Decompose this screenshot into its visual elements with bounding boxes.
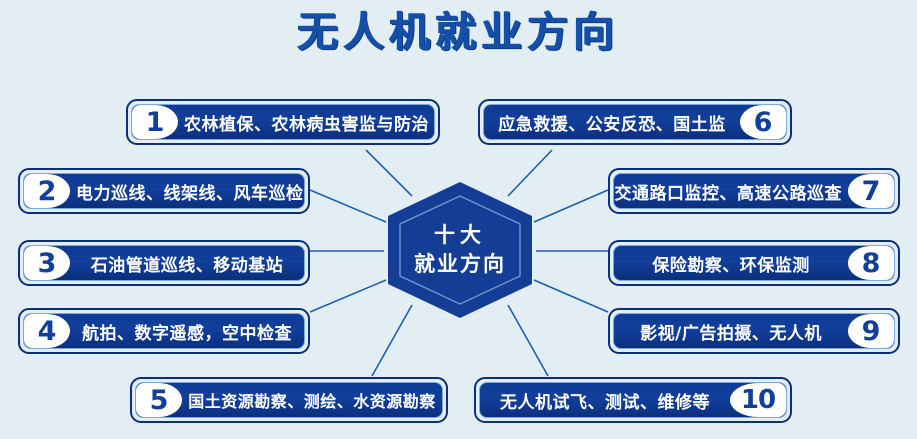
item-label-9: 影视/广告拍摄、无人机 <box>640 323 822 344</box>
item-label-5: 国土资源勘察、测绘、水资源勘察 <box>188 392 436 411</box>
connector-line-5 <box>371 304 413 377</box>
connector-line-4 <box>309 279 387 313</box>
connector-line-10 <box>507 304 549 377</box>
item-label-1: 农林植保、农林病虫害监与防治 <box>184 114 429 135</box>
item-box-10[interactable]: 10 无人机试飞、测试、维修等 <box>474 377 792 423</box>
item-number-badge-3: 3 <box>24 246 70 280</box>
item-label-4: 航拍、数字遥感，空中检查 <box>82 323 292 344</box>
item-label-8: 保险勘察、环保监测 <box>652 255 810 276</box>
item-label-10: 无人机试飞、测试、维修等 <box>500 392 710 413</box>
center-label-line2: 就业方向 <box>414 252 506 276</box>
item-number-badge-10: 10 <box>730 383 786 417</box>
item-label-2: 电力巡线、线架线、风车巡检 <box>76 183 304 204</box>
item-box-3[interactable]: 3 石油管道巡线、移动基站 <box>18 240 310 286</box>
item-label-7: 交通路口监控、高速公路巡查 <box>614 183 842 204</box>
item-box-1[interactable]: 1 农林植保、农林病虫害监与防治 <box>126 99 440 145</box>
item-number-badge-4: 4 <box>24 314 70 348</box>
item-number-badge-8: 8 <box>848 246 894 280</box>
connector-line-1 <box>365 149 413 197</box>
item-box-8[interactable]: 8 保险勘察、环保监测 <box>608 240 900 286</box>
item-number-badge-6: 6 <box>740 105 786 139</box>
item-number-badge-1: 1 <box>132 105 178 139</box>
item-number-badge-7: 7 <box>848 174 894 208</box>
item-label-3: 石油管道巡线、移动基站 <box>90 255 284 276</box>
item-box-2[interactable]: 2 电力巡线、线架线、风车巡检 <box>18 168 310 214</box>
center-hexagon: 十大 就业方向 <box>384 180 536 320</box>
center-hexagon-label: 十大 就业方向 <box>384 180 536 320</box>
item-number-badge-9: 9 <box>848 314 894 348</box>
item-box-9[interactable]: 9 影视/广告拍摄、无人机 <box>608 308 900 354</box>
connector-line-9 <box>533 279 609 313</box>
hexagon-shape <box>388 182 532 318</box>
connector-line-7 <box>533 189 609 223</box>
item-box-4[interactable]: 4 航拍、数字遥感，空中检查 <box>18 308 310 354</box>
item-box-7[interactable]: 7 交通路口监控、高速公路巡查 <box>608 168 900 214</box>
page-title: 无人机就业方向 <box>297 8 620 56</box>
center-label-line1: 十大 <box>434 223 486 248</box>
item-number-badge-5: 5 <box>136 383 182 417</box>
item-number-badge-2: 2 <box>24 174 70 208</box>
connector-line-6 <box>507 149 553 197</box>
connector-line-2 <box>309 189 387 223</box>
item-label-6: 应急救援、公安反恐、国土监 <box>498 114 726 135</box>
item-box-5[interactable]: 5 国土资源勘察、测绘、水资源勘察 <box>130 377 448 423</box>
item-box-6[interactable]: 6 应急救援、公安反恐、国土监 <box>478 99 792 145</box>
